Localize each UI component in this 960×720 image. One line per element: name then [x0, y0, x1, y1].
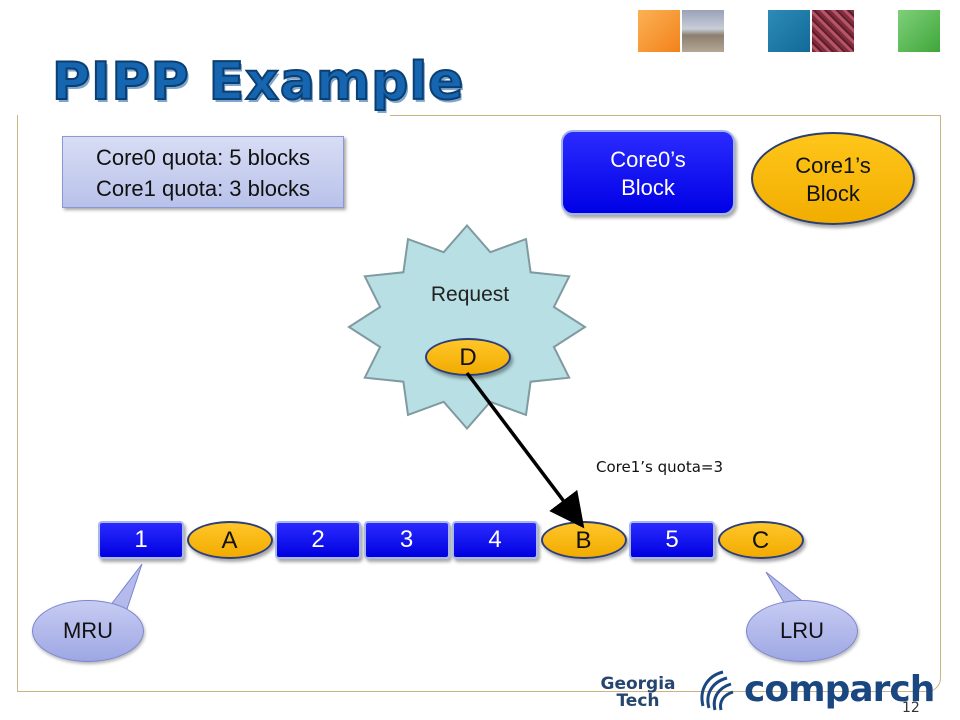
- header-orange-square: [638, 10, 680, 52]
- request-label: Request: [430, 283, 510, 306]
- queue-block-3: 3: [363, 521, 450, 559]
- queue-block-1: 1: [98, 521, 184, 559]
- legend-core1-line2: Block: [806, 181, 860, 206]
- content-frame-top-edge: [390, 115, 940, 116]
- header-green-square: [898, 10, 940, 52]
- queue-block-b: B: [540, 521, 627, 559]
- content-frame: [17, 115, 941, 692]
- lru-callout: LRU: [746, 600, 858, 662]
- content-frame-left-edge: [17, 115, 18, 692]
- comparch-logo: comparch: [744, 669, 935, 710]
- queue-block-a: A: [186, 521, 273, 559]
- legend-core0-block: Core0’s Block: [561, 130, 735, 215]
- request-starburst: [347, 223, 587, 431]
- georgia-tech-logo: Georgia Tech: [594, 676, 682, 710]
- slide-title: PIPP Example: [51, 51, 465, 113]
- quota-core0-text: Core0 quota: 5 blocks: [95, 145, 311, 170]
- legend-core0-line2: Block: [621, 175, 675, 200]
- quota-core1-text: Core1 quota: 3 blocks: [95, 176, 311, 201]
- comparch-swirl-icon: [700, 670, 734, 711]
- mru-callout: MRU: [32, 600, 144, 662]
- quota-note: Core1’s quota=3: [596, 458, 724, 476]
- queue-block-c: C: [717, 521, 804, 559]
- header-campus-photo: [682, 10, 724, 52]
- queue-block-5: 5: [629, 521, 715, 559]
- legend-core0-line1: Core0’s: [610, 147, 686, 172]
- header-teal-square: [768, 10, 810, 52]
- queue-block-2: 2: [275, 521, 361, 559]
- header-circuit-photo: [812, 10, 854, 52]
- starburst-shape: [347, 223, 587, 431]
- legend-core1-block: Core1’s Block: [751, 132, 915, 225]
- request-block-d: D: [425, 338, 511, 376]
- queue-block-4: 4: [452, 521, 538, 559]
- georgia-tech-logo-line2: Tech: [616, 691, 660, 711]
- quota-box: Core0 quota: 5 blocks Core1 quota: 3 blo…: [62, 136, 344, 208]
- georgia-tech-logo-line1: Georgia: [600, 674, 676, 694]
- page-number: 12: [902, 700, 920, 716]
- legend-core1-line1: Core1’s: [795, 153, 871, 178]
